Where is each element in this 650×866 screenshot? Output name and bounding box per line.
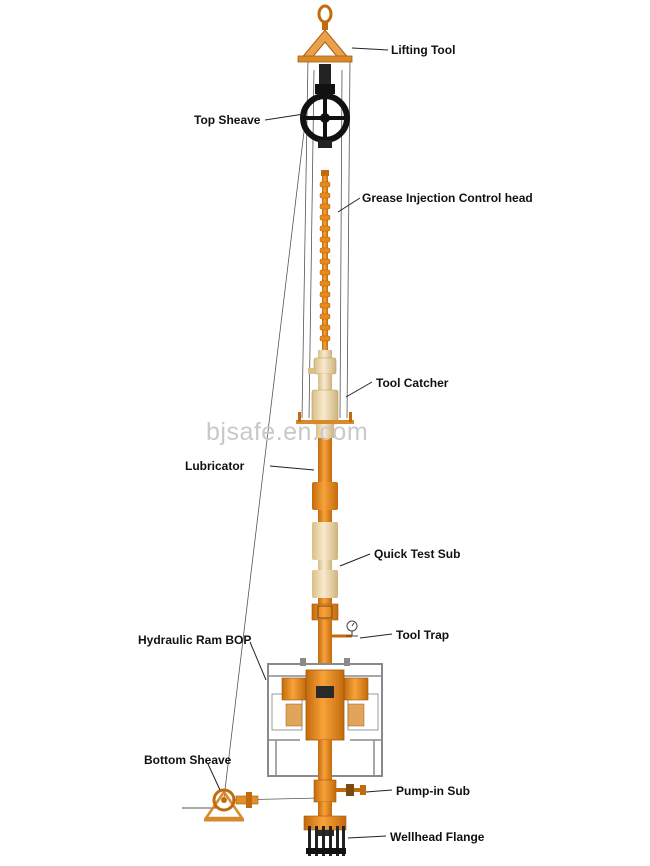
grease-tube-segment — [319, 313, 331, 320]
label-top-sheave: Top Sheave — [194, 113, 261, 127]
tool-trap — [311, 603, 358, 664]
grease-tube-segment — [319, 269, 331, 276]
label-lifting-tool: Lifting Tool — [391, 43, 456, 57]
label-tool-trap: Tool Trap — [396, 628, 450, 642]
tool-catcher — [296, 350, 354, 425]
grease-tube-segment — [319, 181, 331, 188]
grease-tube-segment — [319, 324, 331, 331]
top-sheave — [300, 64, 350, 148]
bottom-sheave — [182, 788, 259, 822]
grease-tube-segment — [319, 236, 331, 243]
label-grease-injection-head: Grease Injection Control head — [362, 191, 533, 205]
label-tool-catcher: Tool Catcher — [376, 376, 449, 390]
grease-injection-head — [319, 170, 331, 350]
watermark: bjsafe.en.com — [206, 418, 369, 446]
label-quick-test-sub: Quick Test Sub — [374, 547, 461, 561]
pump-in-sub — [313, 779, 366, 816]
label-bottom-sheave: Bottom Sheave — [144, 753, 232, 767]
label-lubricator: Lubricator — [185, 459, 245, 473]
grease-tube-segment — [319, 192, 331, 199]
label-hydraulic-ram-bop: Hydraulic Ram BOP — [138, 633, 252, 647]
grease-tube-segment — [319, 280, 331, 287]
leader-lines — [207, 47, 393, 839]
grease-tube-segment — [319, 214, 331, 221]
grease-tube-segment — [319, 203, 331, 210]
lubricator — [312, 424, 338, 570]
grease-tube-segment — [319, 225, 331, 232]
grease-tube-segment — [319, 335, 331, 342]
label-wellhead-flange: Wellhead Flange — [390, 830, 485, 844]
lifting-tool — [297, 4, 353, 63]
quick-test-sub — [312, 570, 338, 604]
hydraulic-ram-bop — [267, 658, 383, 780]
wellhead-flange — [303, 815, 347, 856]
grease-tube-segment — [319, 247, 331, 254]
grease-tube-segment — [319, 302, 331, 309]
grease-tube-segment — [319, 258, 331, 265]
grease-tube-segment — [319, 291, 331, 298]
label-pump-in-sub: Pump-in Sub — [396, 784, 470, 798]
